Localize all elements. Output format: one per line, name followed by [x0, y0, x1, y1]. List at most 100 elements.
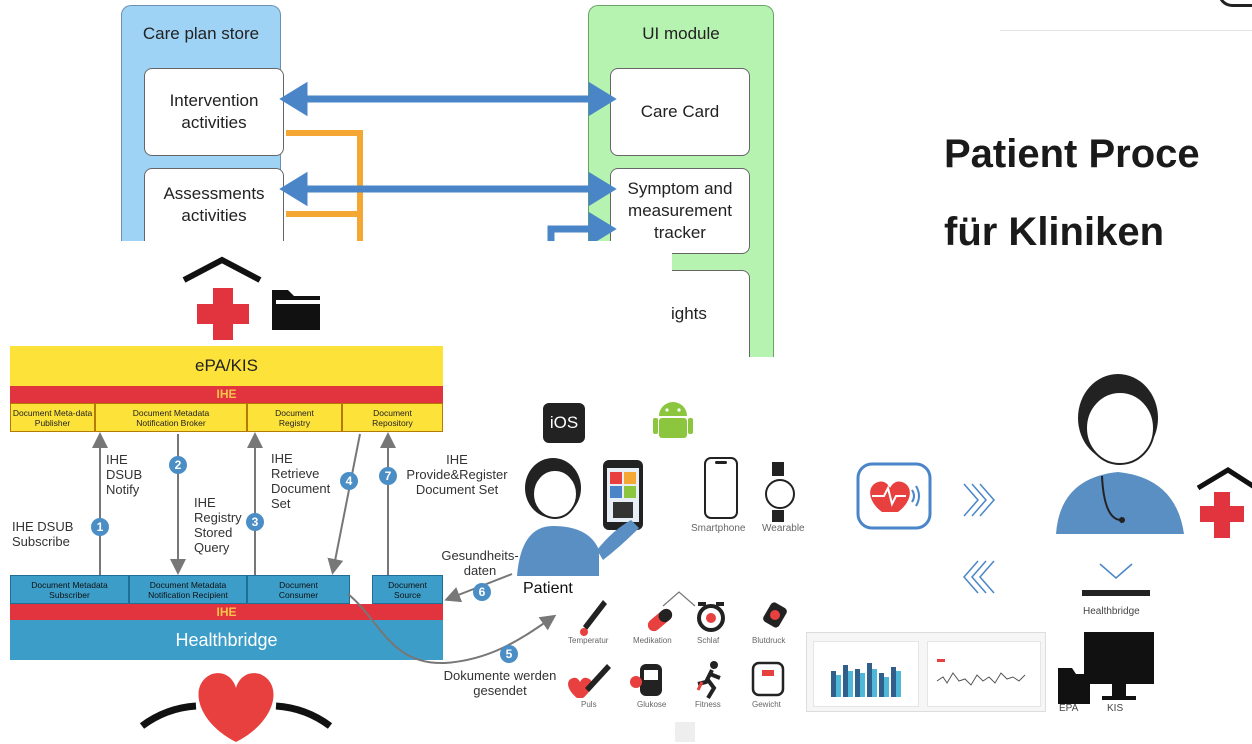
ihe-top-cell-label: Document Metadata Notification Broker: [132, 407, 210, 428]
small-gray-square: [675, 722, 695, 742]
assessments-activities-box: Assessments activities: [144, 168, 284, 241]
step-7-badge: 7: [379, 467, 397, 485]
ihe-top-cell-1: Document Metadata Notification Broker: [95, 403, 247, 432]
hb-cell-3: Document Source: [372, 575, 443, 604]
label-dokumente: Dokumente werden gesendet: [443, 668, 557, 698]
hb-cell-0: Document Metadata Subscriber: [10, 575, 129, 604]
doctor-avatar: [1056, 374, 1184, 534]
step-1-badge: 1: [91, 518, 109, 536]
label-gesundheitsdaten: Gesundheits-daten: [441, 548, 519, 578]
slide-title-line1: Patient Proce: [944, 132, 1200, 176]
up-chevron-icon: [662, 591, 696, 607]
scale-icon: [751, 661, 785, 697]
symptom-tracker-box: Symptom and measurement tracker: [610, 168, 750, 254]
ihe-top-cell-label: Document Registry: [275, 407, 314, 428]
dashboard-mini-bars: [831, 663, 901, 697]
blue-arrows: [279, 81, 617, 247]
blood-pressure-icon: [763, 602, 787, 628]
ihe-top-label: IHE: [216, 387, 237, 401]
step-2-badge: 2: [169, 456, 187, 474]
pill-icon: [647, 608, 673, 632]
category-label: Puls: [581, 700, 597, 709]
alarm-clock-icon: [697, 602, 725, 632]
step-3-badge: 3: [246, 513, 264, 531]
insights-label: ights: [671, 304, 707, 323]
category-label: Blutdruck: [752, 636, 786, 645]
folder-icon: [272, 290, 320, 330]
heartbeat-app-icon: [856, 462, 932, 530]
slide-title-line2: für Kliniken: [944, 210, 1165, 254]
kis-label: KIS: [1107, 703, 1124, 714]
category-label: Glukose: [637, 700, 667, 709]
intervention-activities-box: Intervention activities: [144, 68, 284, 156]
ihe-top-cell-label: Document Meta-data Publisher: [12, 407, 93, 428]
heart-icon: [139, 673, 333, 742]
healthbridge-bar-icon: [1082, 590, 1150, 596]
ihe-top-cell-3: Document Repository: [342, 403, 443, 432]
step-4-badge: 4: [340, 472, 358, 490]
healthbridge-title: Healthbridge: [175, 630, 278, 650]
category-label: Medikation: [633, 636, 672, 645]
care-card-label: Care Card: [640, 102, 720, 121]
dashboard-thumbnail: [806, 632, 1046, 712]
intervention-activities-label: Intervention activities: [169, 91, 259, 132]
hospital-icon-right: [1196, 467, 1252, 538]
glucose-meter-icon: [630, 664, 662, 696]
hb-cell-label: Document Metadata Subscriber: [31, 579, 108, 600]
category-label: Fitness: [695, 700, 721, 709]
category-label: Gewicht: [752, 700, 781, 709]
down-chevron-icon: [1099, 563, 1133, 579]
title-divider: [1000, 30, 1252, 31]
patient-avatar: [517, 458, 643, 576]
category-label: Schlaf: [697, 636, 720, 645]
epa-kis-band: [10, 346, 443, 386]
ui-module-title: UI module: [642, 24, 720, 43]
hb-cell-1: Document Metadata Notification Recipient: [129, 575, 247, 604]
hospital-icon: [182, 256, 262, 340]
hb-cell-2: Document Consumer: [247, 575, 350, 604]
backward-chevrons-icon: [963, 560, 995, 594]
thermometer-icon: [580, 600, 607, 636]
hb-cell-label: Document Source: [388, 579, 427, 600]
smartphone-label: Smartphone: [691, 523, 746, 534]
care-card-box: Care Card: [610, 68, 750, 156]
overlay-mask-left: [0, 241, 300, 346]
dashboard-panel-right: [927, 641, 1041, 707]
ihe-top-cell-label: Document Repository: [372, 407, 413, 428]
android-icon: [653, 402, 693, 438]
ios-badge: [543, 403, 585, 443]
hb-cell-label: Document Consumer: [278, 579, 319, 600]
dashboard-mini-line: [936, 659, 1026, 686]
epa-kis-title: ePA/KIS: [195, 356, 258, 375]
ihe-top-cell-2: Document Registry: [247, 403, 342, 432]
healthbridge-small-label: Healthbridge: [1083, 606, 1140, 617]
dashboard-panel-left: [813, 641, 919, 707]
epa-kis-icons: [1058, 632, 1154, 704]
label-retrieve: IHE Retrieve Document Set: [271, 451, 331, 511]
ihe-top-band: [10, 386, 443, 403]
forward-chevrons-icon: [963, 483, 995, 517]
label-provide-register: IHE Provide&Register Document Set: [406, 452, 508, 497]
care-plan-store-title: Care plan store: [142, 24, 260, 43]
wearable-label: Wearable: [762, 523, 805, 534]
symptom-tracker-label: Symptom and measurement tracker: [627, 179, 733, 242]
epa-label: EPA: [1059, 703, 1079, 714]
ihe-top-cell-0: Document Meta-data Publisher: [10, 403, 95, 432]
step-5-badge: 5: [500, 645, 518, 663]
step-6-badge: 6: [473, 583, 491, 601]
category-label: Temperatur: [568, 636, 609, 645]
label-stored-query: IHE Registry Stored Query: [194, 495, 242, 555]
ihe-bottom-label: IHE: [216, 605, 237, 619]
pulse-icon: [568, 664, 611, 698]
healthbridge-band: [10, 620, 443, 660]
label-dsub-subscribe: IHE DSUB Subscribe: [12, 519, 74, 549]
ios-label: iOS: [549, 413, 579, 432]
wearable-icon: [765, 462, 795, 522]
overlay-mask: [300, 241, 672, 361]
hb-cell-label: Document Metadata Notification Recipient: [148, 579, 228, 600]
assessments-activities-label: Assessments activities: [163, 184, 265, 225]
patient-label: Patient: [523, 580, 573, 597]
smartphone-icon: [704, 457, 738, 519]
